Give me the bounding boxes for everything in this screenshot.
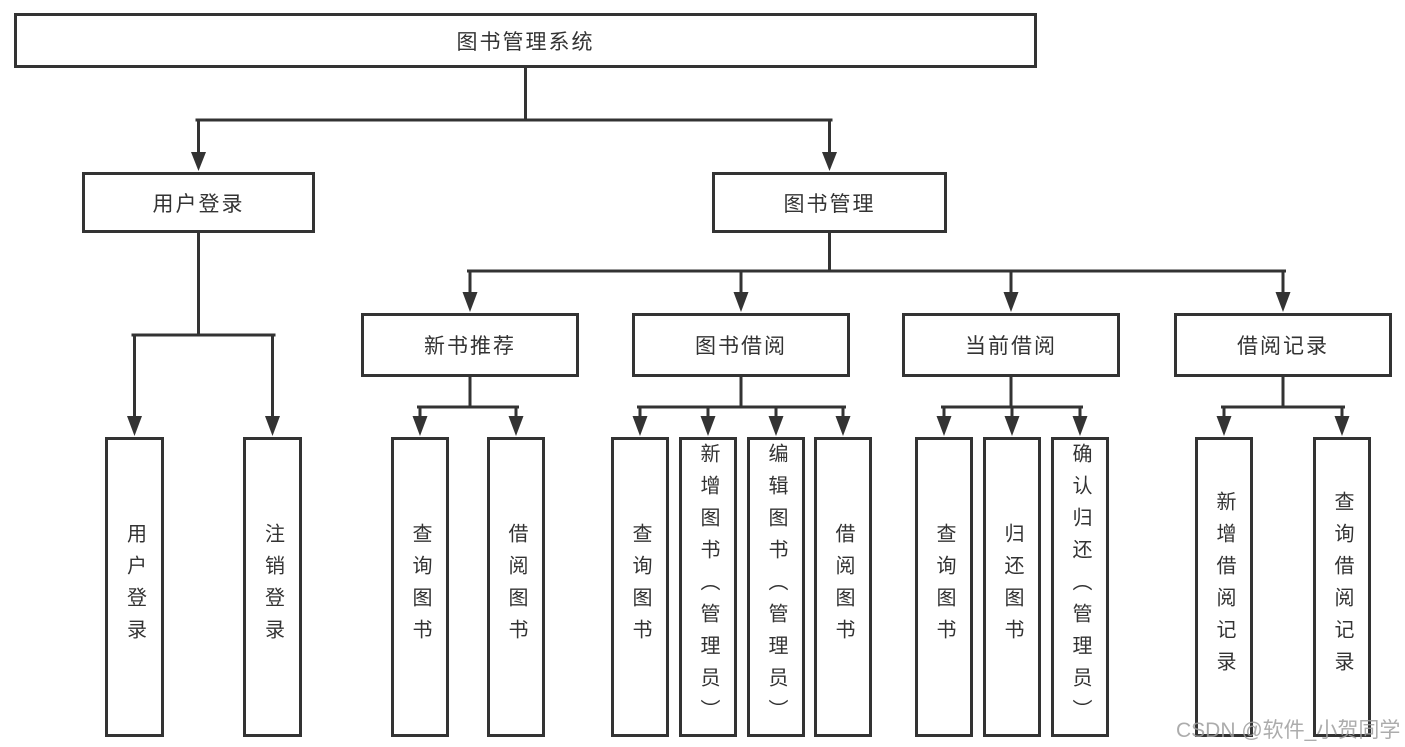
node-leaf-query-books-3: 查询图书: [915, 437, 973, 737]
node-leaf-borrow-books-2: 借阅图书: [814, 437, 872, 737]
node-book-borrow: 图书借阅: [632, 313, 850, 377]
node-system-root: 图书管理系统: [14, 13, 1037, 68]
node-leaf-return-books: 归还图书: [983, 437, 1041, 737]
node-leaf-edit-books-admin: 编辑图书（管理员）: [747, 437, 805, 737]
node-current-borrow: 当前借阅: [902, 313, 1120, 377]
node-leaf-confirm-return-admin: 确认归还（管理员）: [1051, 437, 1109, 737]
node-borrow-records: 借阅记录: [1174, 313, 1392, 377]
node-leaf-logout: 注销登录: [243, 437, 302, 737]
node-leaf-query-borrow-record: 查询借阅记录: [1313, 437, 1371, 737]
node-new-book-recommend: 新书推荐: [361, 313, 579, 377]
node-leaf-query-books-2: 查询图书: [611, 437, 669, 737]
arrowheads: [127, 152, 1350, 436]
node-leaf-add-borrow-record: 新增借阅记录: [1195, 437, 1253, 737]
csdn-watermark: CSDN @软件_小贺同学: [1176, 719, 1401, 742]
node-leaf-query-books-1: 查询图书: [391, 437, 449, 737]
node-leaf-borrow-books-1: 借阅图书: [487, 437, 545, 737]
node-user-login: 用户登录: [82, 172, 315, 233]
node-book-management: 图书管理: [712, 172, 947, 233]
node-leaf-user-login: 用户登录: [105, 437, 164, 737]
node-leaf-add-books-admin: 新增图书（管理员）: [679, 437, 737, 737]
